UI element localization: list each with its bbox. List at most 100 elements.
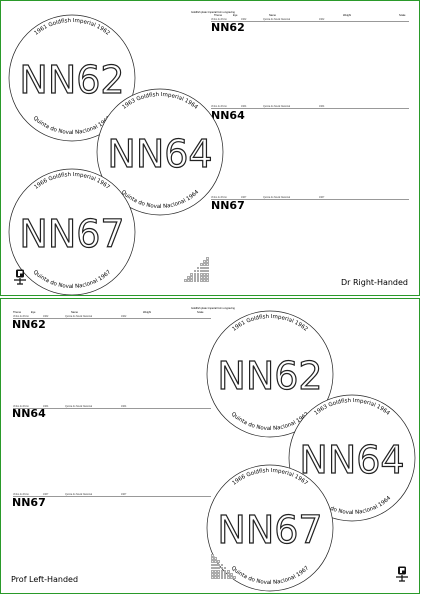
swatch-cell xyxy=(203,276,206,279)
swatch-cell xyxy=(217,576,220,579)
swatch-cell xyxy=(200,269,203,273)
swatch-cell xyxy=(190,273,193,276)
swatch-cell xyxy=(203,266,206,270)
swatch-cell xyxy=(200,266,203,270)
entry-product: Vinho do Porto xyxy=(211,196,227,199)
swatch-cell xyxy=(217,570,220,573)
swatch-cell xyxy=(217,560,220,563)
swatch-cell xyxy=(214,563,217,567)
item-title: NN64 xyxy=(12,407,46,420)
footer-label: Prof Left-Handed xyxy=(11,575,79,584)
swatch-cell xyxy=(196,276,200,279)
swatch-cell xyxy=(211,560,214,563)
swatch-cell xyxy=(193,273,197,276)
swatch-cell xyxy=(227,576,230,579)
footer-label: Dr Right-Handed xyxy=(341,278,409,287)
swatch-cell xyxy=(187,276,190,279)
swatch-cell xyxy=(203,263,206,266)
swatch-cell xyxy=(203,279,206,282)
item-title: NN67 xyxy=(211,199,245,212)
swatch-cell xyxy=(206,263,209,266)
swatch-cell xyxy=(214,573,217,576)
entry-year: 1967 xyxy=(241,196,247,199)
swatch-cell xyxy=(190,279,193,282)
swatch-cell xyxy=(193,279,197,282)
seal-nn67: 1966 Goldfish Imperial 1967 Quinta do No… xyxy=(206,464,334,592)
entry-year: 1962 xyxy=(319,18,325,21)
swatch-cell xyxy=(211,573,214,576)
swatch-cell xyxy=(200,276,203,279)
seal-label: NN67 xyxy=(217,508,322,552)
swatch-cell xyxy=(200,273,203,276)
swatch-cell xyxy=(220,570,224,573)
seal-nn62: 1961 Goldfish Imperial 1962 Quinta do No… xyxy=(206,310,334,438)
sheet-left-handed: Goldfish plate Imperial form engraving T… xyxy=(0,298,420,594)
swatch-cell xyxy=(203,260,206,263)
entry-name: Quinta do Noval Nacional xyxy=(263,18,291,21)
swatch-cell xyxy=(227,573,230,576)
column-header-theme: Theme xyxy=(13,311,22,314)
swatch-cell xyxy=(193,276,197,279)
column-header-eye: Eye xyxy=(233,14,238,17)
entry-product: Vinho do Porto xyxy=(13,315,29,318)
swatch-cell xyxy=(206,260,209,263)
swatch-cell xyxy=(206,279,209,282)
seal-label: NN64 xyxy=(299,438,404,482)
seal-nn67: 1966 Goldfish Imperial 1967 Quinta do No… xyxy=(8,168,136,295)
seal-nn64: 1963 Goldfish Imperial 1964 Quinta do No… xyxy=(96,88,224,216)
column-header-scale: Scale xyxy=(399,14,406,17)
seal-label: NN64 xyxy=(107,132,212,176)
entry-year: 1964 xyxy=(241,105,247,108)
column-header-name: Name xyxy=(269,14,276,17)
seal-label: NN62 xyxy=(19,58,124,102)
swatch-cell xyxy=(206,273,209,276)
entry-year: 1964 xyxy=(121,405,127,408)
seal-label: NN62 xyxy=(217,354,322,398)
swatch-cell xyxy=(214,576,217,579)
entry-name: Quinta do Noval Nacional xyxy=(263,105,291,108)
sheet-subtitle: Goldfish plate Imperial form engraving xyxy=(191,11,235,14)
swatch-cell xyxy=(220,573,224,576)
row-divider xyxy=(13,408,211,409)
entry-year: 1964 xyxy=(43,405,49,408)
swatch-cell xyxy=(223,573,227,576)
swatch-cell xyxy=(220,563,224,567)
swatch-cell xyxy=(220,576,224,579)
swatch-cell xyxy=(214,566,217,570)
row-divider xyxy=(211,108,409,109)
swatch-cell xyxy=(196,266,200,270)
swatch-cell xyxy=(187,279,190,282)
row-divider xyxy=(13,318,211,319)
entry-year: 1967 xyxy=(121,493,127,496)
swatch-cell xyxy=(211,554,214,557)
swatch-cell xyxy=(211,576,214,579)
sheet-right-handed: Goldfish plate Imperial form engraving T… xyxy=(0,0,420,296)
entry-product: Vinho do Porto xyxy=(211,18,227,21)
swatch-cell xyxy=(211,557,214,560)
item-title: NN62 xyxy=(12,318,46,331)
swatch-cell xyxy=(196,279,200,282)
swatch-cell xyxy=(223,566,227,570)
swatch-cell xyxy=(220,566,224,570)
swatch-cell xyxy=(217,566,220,570)
swatch-cell xyxy=(206,276,209,279)
row-divider xyxy=(211,21,409,22)
swatch-cell xyxy=(223,570,227,573)
column-header-weight: Weight xyxy=(343,14,352,17)
swatch-cell xyxy=(206,269,209,273)
seal-label: NN67 xyxy=(19,212,124,256)
swatch-cell xyxy=(203,273,206,276)
entry-product: Vinho do Porto xyxy=(13,493,29,496)
swatch-cell xyxy=(214,560,217,563)
entry-year: 1962 xyxy=(43,315,49,318)
swatch-cell xyxy=(214,557,217,560)
row-divider xyxy=(211,199,409,200)
swatch-cell xyxy=(211,570,214,573)
swatch-cell xyxy=(193,269,197,273)
entry-name: Quinta do Noval Nacional xyxy=(65,493,93,496)
entry-year: 1967 xyxy=(43,493,49,496)
entry-name: Quinta do Noval Nacional xyxy=(65,315,93,318)
swatch-cell xyxy=(196,269,200,273)
column-header-eye: Eye xyxy=(31,311,36,314)
swatch-cell xyxy=(233,576,236,579)
